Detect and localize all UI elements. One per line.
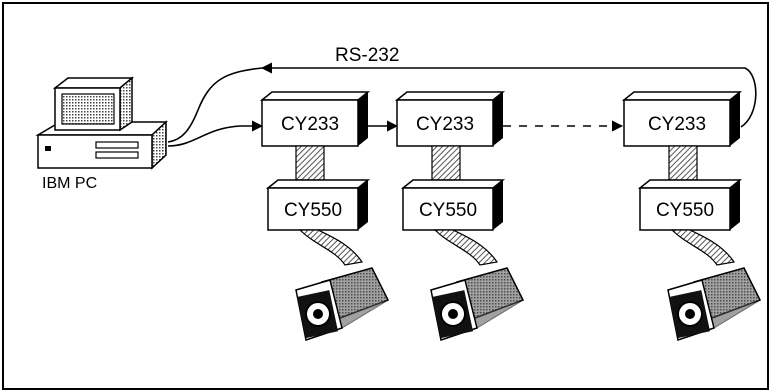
- interconnect-cable: [296, 146, 324, 180]
- interconnect-cable: [669, 146, 697, 180]
- cy233-label: CY233: [648, 114, 706, 135]
- ibm-pc-label: IBM PC: [42, 175, 97, 192]
- interconnect-cable: [432, 146, 460, 180]
- cy550-label: CY550: [284, 200, 342, 221]
- cy233-label: CY233: [281, 114, 339, 135]
- cy550-label: CY550: [656, 200, 714, 221]
- rs232-label: RS-232: [335, 45, 399, 66]
- cy550-label: CY550: [419, 200, 477, 221]
- cy233-label: CY233: [416, 114, 474, 135]
